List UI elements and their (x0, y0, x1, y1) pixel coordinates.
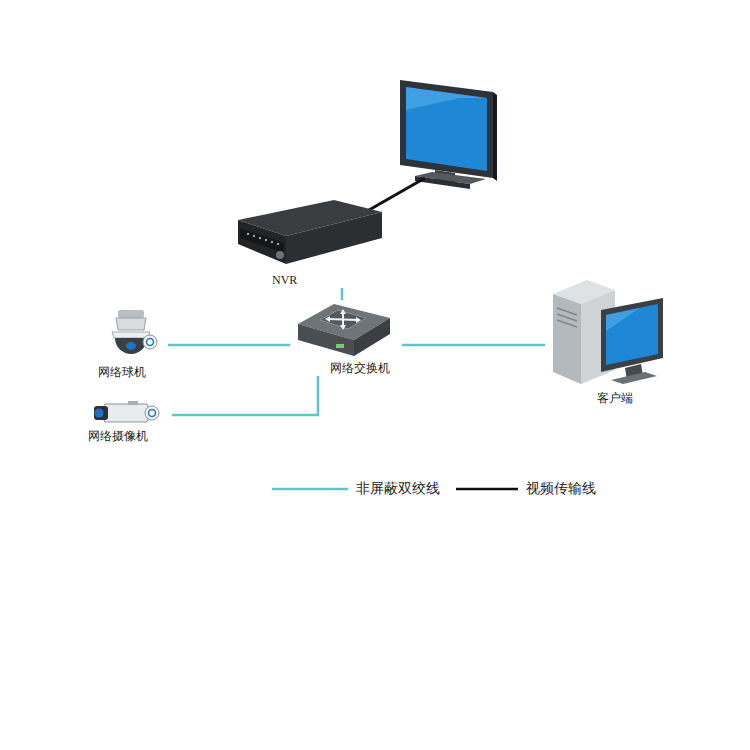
device-icon (294, 300, 394, 358)
legend-line-sample (272, 484, 348, 494)
monitor-illustration (400, 80, 497, 189)
network-cable (402, 344, 545, 347)
legend-text: 非屏蔽双绞线 (356, 480, 440, 498)
device-node: 网络摄像机 (82, 400, 172, 444)
video-cable (362, 178, 425, 214)
device-node: NVR (232, 198, 384, 288)
legend-text: 视频传输线 (526, 480, 596, 498)
device-label: 网络交换机 (330, 360, 402, 376)
network-cable (168, 344, 290, 347)
device-icon (98, 308, 168, 362)
device-label: 网络球机 (98, 364, 168, 380)
device-icon (234, 198, 384, 270)
legend-item: 视频传输线 (456, 480, 596, 498)
device-icon (90, 400, 162, 426)
device-icon (294, 300, 402, 358)
network-cable (341, 288, 344, 300)
device-label: 网络摄像机 (88, 428, 172, 444)
device-label: NVR (272, 272, 384, 288)
network-cable (172, 376, 318, 415)
device-label: 客户端 (597, 390, 670, 406)
device-node: 客户端 (545, 276, 670, 406)
device-icon (90, 400, 172, 426)
device-node: 网络交换机 (290, 300, 402, 376)
legend-item: 非屏蔽双绞线 (272, 480, 440, 498)
device-icon (545, 276, 670, 388)
device-icon (98, 308, 160, 362)
legend: 非屏蔽双绞线 视频传输线 (272, 480, 596, 498)
legend-line-sample (456, 484, 518, 494)
device-node: 网络球机 (92, 308, 168, 380)
device-icon (545, 276, 670, 388)
device-icon (234, 198, 384, 270)
